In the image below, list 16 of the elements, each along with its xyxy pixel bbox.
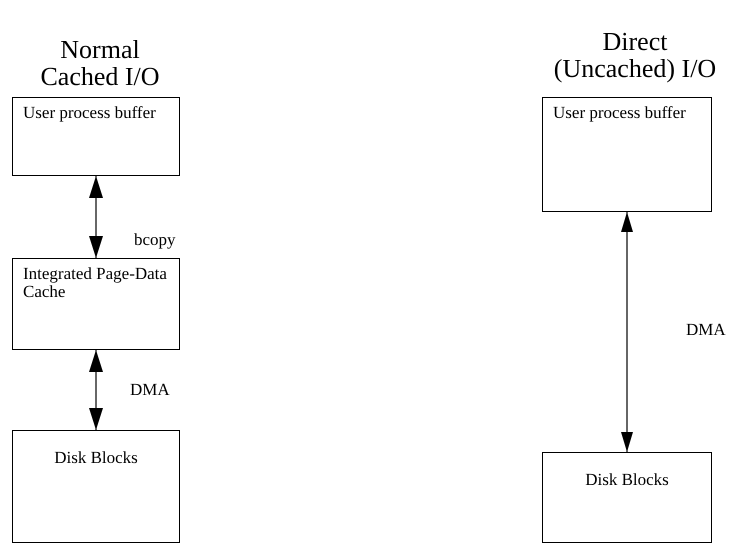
double-arrow bbox=[621, 212, 633, 452]
process-box bbox=[12, 430, 180, 543]
column-heading: Normal Cached I/O bbox=[39, 36, 161, 91]
box-text: User process buffer bbox=[553, 104, 687, 122]
double-arrow bbox=[89, 176, 103, 258]
box-text: User process buffer bbox=[23, 104, 157, 122]
double-arrow bbox=[89, 350, 103, 430]
process-box bbox=[542, 97, 712, 212]
edge-label: bcopy bbox=[132, 230, 178, 250]
process-box bbox=[542, 452, 712, 543]
box-text: Disk Blocks bbox=[53, 449, 139, 467]
process-box bbox=[12, 97, 180, 176]
box-text: Disk Blocks bbox=[584, 471, 670, 489]
column-heading: Direct (Uncached) I/O bbox=[552, 28, 718, 83]
box-text: Integrated Page-Data Cache bbox=[23, 265, 168, 301]
process-box bbox=[12, 258, 180, 350]
